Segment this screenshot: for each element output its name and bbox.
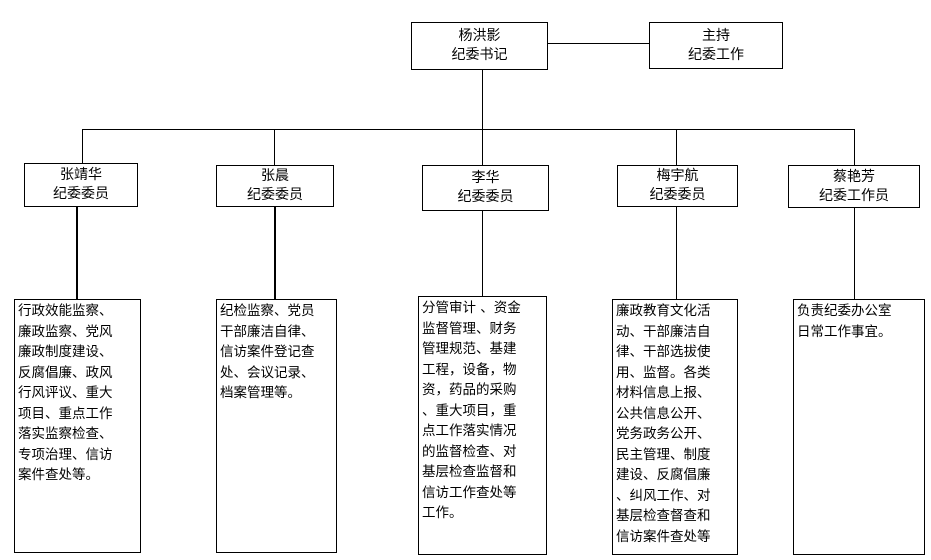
connector-drop-3 bbox=[482, 129, 483, 165]
connector-member-4-duties bbox=[676, 207, 677, 299]
duties-box-2: 纪检监察、党员 干部廉洁自律、 信访案件登记查 处、会议记录、 档案管理等。 bbox=[216, 299, 337, 553]
duties-box-5: 负责纪委办公室 日常工作事宜。 bbox=[793, 299, 925, 555]
member-name: 蔡艳芳 bbox=[833, 168, 875, 185]
connector-member-2-duties bbox=[274, 207, 276, 299]
root-name: 杨洪影 bbox=[458, 28, 501, 44]
member-node-1: 张靖华 纪委委员 bbox=[24, 163, 138, 207]
side-line2: 纪委工作 bbox=[688, 46, 744, 63]
member-title: 纪委委员 bbox=[53, 186, 109, 202]
connector-drop-1 bbox=[82, 129, 83, 163]
connector-member-5-duties bbox=[854, 207, 855, 299]
duties-box-3: 分管审计 、资金 监督管理、财务 管理规范、基建 工程，设备，物 资，药品的采购… bbox=[418, 296, 547, 555]
member-node-5: 蔡艳芳 纪委工作员 bbox=[788, 165, 920, 208]
member-title: 纪委委员 bbox=[247, 187, 303, 203]
duties-box-4: 廉政教育文化活 动、干部廉洁自 律、干部选拔使 用、监督。各类 材料信息上报、 … bbox=[612, 299, 738, 555]
member-title: 纪委工作员 bbox=[819, 187, 889, 204]
connector-drop-4 bbox=[676, 129, 677, 165]
member-name: 张靖华 bbox=[60, 167, 102, 183]
root-node: 杨洪影 纪委书记 bbox=[411, 22, 548, 70]
member-name: 张晨 bbox=[261, 168, 289, 184]
connector-member-1-duties bbox=[76, 207, 78, 299]
member-node-4: 梅宇航 纪委委员 bbox=[617, 165, 738, 207]
connector-root-trunk bbox=[482, 70, 483, 130]
side-line1: 主持 bbox=[702, 27, 730, 44]
side-node: 主持 纪委工作 bbox=[649, 22, 783, 69]
member-title: 纪委委员 bbox=[457, 189, 514, 205]
connector-horizontal-bus bbox=[82, 129, 854, 130]
connector-drop-2 bbox=[274, 129, 275, 165]
member-node-3: 李华 纪委委员 bbox=[422, 165, 549, 211]
root-title: 纪委书记 bbox=[451, 47, 508, 63]
connector-member-3-duties bbox=[482, 211, 483, 296]
member-title: 纪委委员 bbox=[649, 187, 706, 203]
connector-root-side bbox=[547, 43, 649, 44]
member-name: 李华 bbox=[471, 170, 500, 186]
member-node-2: 张晨 纪委委员 bbox=[216, 165, 334, 207]
connector-drop-5 bbox=[854, 129, 855, 165]
member-name: 梅宇航 bbox=[656, 168, 699, 184]
duties-box-1: 行政效能监察、 廉政监察、党风 廉政制度建设、 反腐倡廉、政风 行风评议、重大 … bbox=[14, 299, 141, 553]
